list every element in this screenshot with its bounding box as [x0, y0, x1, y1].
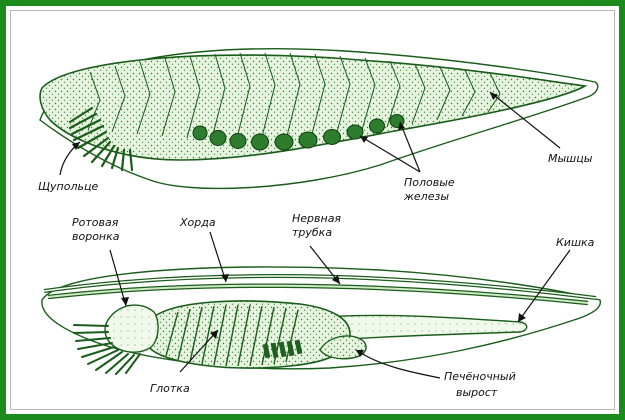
label-liver-outgrowth-line1: Печёночный — [444, 370, 516, 383]
label-tentacles: Щупольце — [38, 180, 98, 193]
label-oral-funnel-line1: Ротовая — [72, 216, 119, 229]
label-muscles: Мышцы — [548, 152, 593, 165]
label-pharynx: Глотка — [150, 382, 190, 395]
lancelet-external-view: Щупольце Половые железы Мышцы — [38, 49, 598, 203]
label-notochord: Хорда — [179, 216, 216, 229]
label-gonads-line1: Половые — [404, 176, 455, 189]
pharynx — [144, 301, 350, 368]
label-neural-tube-line2: трубка — [292, 226, 332, 239]
lancelet-internal-view: Ротовая воронка Хорда Нервная трубка Киш… — [42, 212, 601, 399]
label-gonads-line2: железы — [403, 190, 449, 203]
label-intestine: Кишка — [556, 236, 595, 249]
label-neural-tube-line1: Нервная — [292, 212, 341, 225]
label-liver-outgrowth-line2: вырост — [456, 386, 498, 399]
label-oral-funnel-line2: воронка — [72, 230, 120, 243]
